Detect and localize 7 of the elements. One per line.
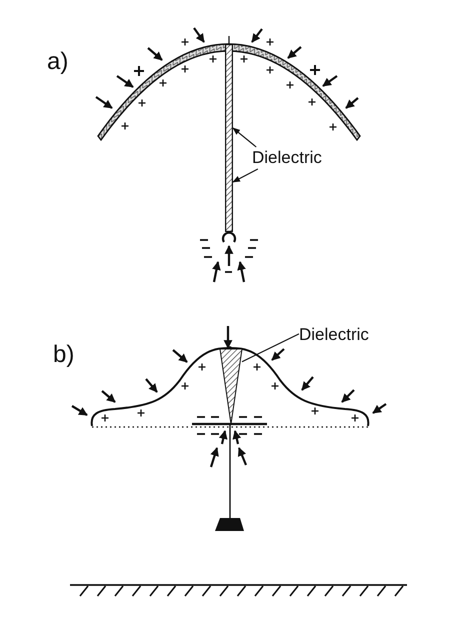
leader-line: [242, 333, 300, 362]
dielectric-label: Dielectric: [252, 147, 336, 169]
dielectric-label: Dielectric: [299, 324, 383, 346]
leader-line: [232, 168, 258, 182]
leader-line: [232, 128, 257, 148]
panel-label: b): [53, 341, 74, 369]
panel-label: a): [47, 48, 68, 76]
